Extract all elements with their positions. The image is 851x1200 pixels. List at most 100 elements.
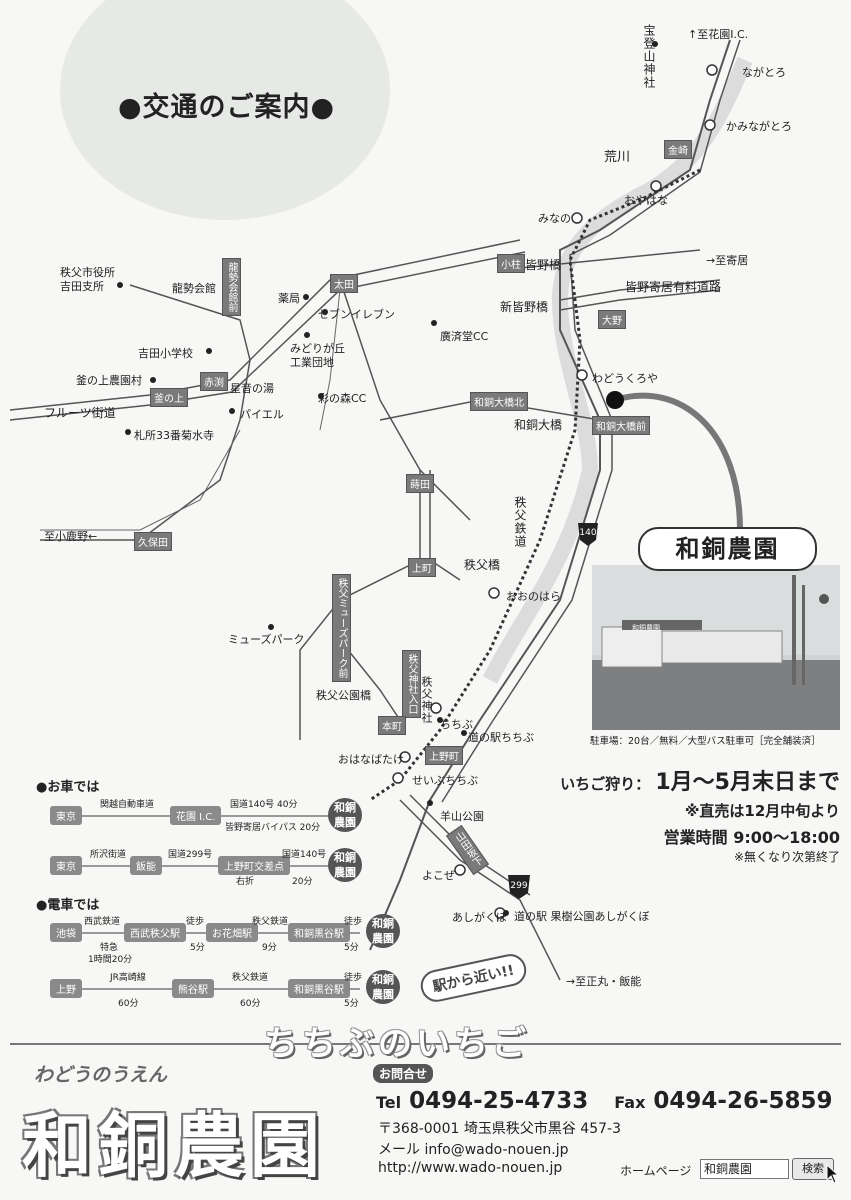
search-input[interactable]: 和銅農園	[700, 1159, 789, 1179]
car2-line	[60, 865, 340, 867]
car2-road2: 国道299号	[168, 850, 213, 860]
label-wado-ohashi: 和銅大橋	[514, 418, 563, 432]
label-shrine: 秩父神社	[420, 676, 433, 724]
car1-road3: 皆野寄居バイパス 20分	[225, 823, 321, 833]
title-bubble	[60, 0, 390, 220]
train2-w: 5分	[344, 999, 359, 1009]
train2-st2: 和銅黒谷駅	[288, 979, 350, 998]
label-houtou: 宝登山神社	[642, 24, 656, 89]
box-kamimachi: 上町	[408, 558, 436, 577]
label-to-hanazono: ↑至花園I.C.	[688, 28, 749, 41]
access-map: 140 299	[9, 39, 753, 981]
season-line: いちご狩り： 1月〜5月末日まで	[468, 764, 840, 796]
label-seibu: せいぶちちぶ	[412, 774, 479, 787]
box-ryusei: 龍勢会館前	[222, 258, 241, 316]
train2-line2: 秩父鉄道	[232, 973, 269, 983]
train2-badge: 和銅 農園	[366, 970, 400, 1004]
fax-number: 0494-26-5859	[653, 1088, 833, 1114]
label-minano: みなの	[538, 212, 571, 225]
road-fruit-b	[9, 251, 526, 421]
box-ota: 太田	[330, 274, 358, 293]
train2-t1: 60分	[118, 999, 139, 1009]
train1-st2: お花畑駅	[206, 923, 258, 942]
farm-marker	[606, 391, 624, 409]
label-yokoze: よこぜ	[422, 869, 455, 882]
train1-w2: 5分	[344, 943, 359, 953]
car-heading: ●お車では	[36, 780, 100, 795]
label-yakkyoku: 薬局	[278, 292, 300, 305]
train1-t2: 9分	[262, 943, 277, 953]
train1-line1: 西武鉄道	[84, 917, 121, 927]
label-ashigakubo-station: 道の駅 果樹公園あしがくぼ	[514, 910, 650, 923]
brand-kana: わどうのうえん	[34, 1064, 168, 1086]
train1-from: 池袋	[50, 923, 82, 942]
slogan: ちちぶのいちご	[264, 1024, 530, 1064]
route-299-shield	[508, 875, 530, 899]
box-kamino: 上野町	[425, 746, 463, 765]
label-ryusei: 龍勢会館	[172, 282, 216, 295]
train1-st1: 西武秩父駅	[124, 923, 186, 942]
label-ohanabatake: おはなばたけ	[338, 753, 404, 766]
season-period: 1月〜5月末日まで	[655, 770, 840, 795]
train1-walk2: 徒歩	[344, 917, 363, 927]
car1-from: 東京	[50, 806, 82, 825]
label-minano-toll: 皆野寄居有料道路	[625, 280, 722, 294]
label-wadoukuroya: わどうくろや	[592, 372, 658, 385]
season-label: いちご狩り：	[560, 775, 651, 793]
farm-name: 和銅農園	[638, 527, 817, 571]
road-fruit	[9, 239, 521, 411]
website-url[interactable]: http://www.wado-nouen.jp	[378, 1160, 563, 1176]
footer-rule	[10, 1043, 841, 1045]
label-yoshida-school: 吉田小学校	[138, 347, 193, 360]
box-kubota: 久保田	[134, 532, 172, 551]
stock-note: ※無くなり次第終了	[733, 850, 840, 864]
train1-walk1: 徒歩	[186, 917, 205, 927]
tel-number: 0494-25-4733	[409, 1088, 589, 1114]
road-park	[339, 639, 401, 721]
homepage-label: ホームページ	[620, 1164, 692, 1178]
search-button[interactable]: 検索	[792, 1158, 834, 1180]
road-140-b	[441, 39, 741, 803]
label-new-minano-bridge: 新皆野橋	[500, 300, 549, 314]
train2-t2: 60分	[240, 999, 261, 1009]
car1-via: 花園 I.C.	[170, 806, 222, 825]
stations	[392, 64, 718, 919]
car2-via1: 飯能	[130, 856, 162, 875]
label-kaminagatoro: かみながとろ	[726, 120, 792, 133]
label-kosaido: 廣済堂CC	[440, 330, 489, 343]
label-minano-bridge: 皆野橋	[525, 258, 562, 272]
train1-exp: 特急	[100, 943, 119, 953]
car1-road2: 国道140号 40分	[230, 800, 298, 810]
hours-value: 9:00〜18:00	[733, 828, 840, 847]
label-seven: セブンイレブン	[318, 308, 395, 321]
label-to-koshika: 至小鹿野←	[44, 530, 98, 543]
tel-label: Tel	[376, 1093, 402, 1112]
box-akabuchi: 赤渕	[200, 372, 228, 391]
email[interactable]: メール info@wado-nouen.jp	[378, 1142, 569, 1158]
hours-label: 営業時間	[663, 828, 728, 847]
label-ashigakubo: あしがくぼ	[452, 911, 507, 924]
road-ota	[339, 279, 471, 521]
box-kinzaki: 金崎	[664, 140, 692, 159]
label-hoshine: 星音の湯	[230, 382, 274, 395]
box-kamanokami: 釜の上	[150, 388, 188, 407]
fax-label: Fax	[614, 1093, 646, 1112]
label-fruit: フルーツ街道	[44, 406, 116, 420]
label-ayanomori: 彩の森CC	[318, 392, 367, 405]
train1-w1: 5分	[190, 943, 205, 953]
label-oyahana: おやはな	[624, 194, 668, 207]
label-hitsujiyama: 羊山公園	[440, 810, 484, 823]
farm-leader	[614, 392, 743, 531]
road-ayanomori	[319, 289, 341, 431]
cursor-icon	[826, 1164, 840, 1184]
train2-from: 上野	[50, 979, 82, 998]
phone-line: Tel 0494-25-4733 Fax 0494-26-5859	[376, 1088, 833, 1114]
box-wado-ohashi-mae: 和銅大橋前	[592, 416, 650, 435]
box-ohno: 大野	[598, 310, 626, 329]
hours-line: 営業時間 9:00〜18:00	[468, 824, 840, 848]
box-shimoda: 蒔田	[406, 474, 434, 493]
car2-road1: 所沢街道	[90, 850, 127, 860]
route-140-label: 140	[579, 528, 596, 538]
car1-road1: 関越自動車道	[100, 800, 155, 810]
farm-photo: 和銅農園	[592, 565, 840, 730]
